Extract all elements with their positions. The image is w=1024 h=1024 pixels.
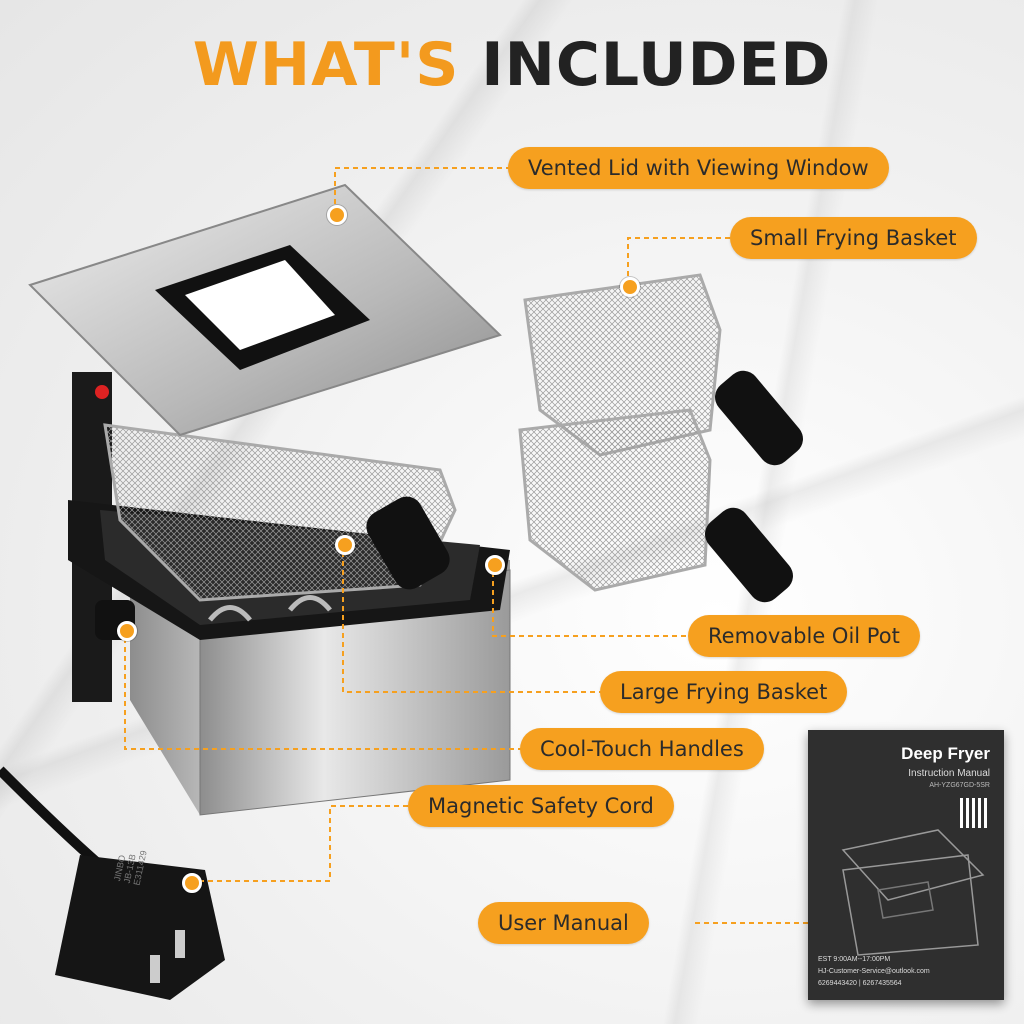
manual-email: HJ-Customer-Service@outlook.com — [818, 968, 930, 975]
label-manual: User Manual — [478, 902, 649, 944]
cord-marker — [182, 873, 202, 893]
label-large-basket: Large Frying Basket — [600, 671, 848, 713]
label-small-basket: Small Frying Basket — [730, 217, 977, 259]
small-basket-marker — [620, 277, 640, 297]
title-dark: INCLUDED — [481, 30, 832, 100]
small-baskets-illustration — [518, 273, 803, 603]
lid-marker — [327, 205, 347, 225]
lid-illustration — [28, 183, 502, 437]
large-basket-illustration — [103, 423, 457, 602]
leader-lines — [124, 167, 830, 924]
handles-marker — [117, 621, 137, 641]
label-oil-pot: Removable Oil Pot — [688, 615, 920, 657]
user-manual-booklet: Deep Fryer Instruction Manual AH-YZG67GD… — [808, 730, 1004, 1000]
cord-illustration — [0, 766, 225, 1000]
title-accent: WHAT'S — [192, 30, 460, 100]
label-vented-lid: Vented Lid with Viewing Window — [508, 147, 889, 189]
qr-code-icon — [960, 798, 990, 828]
label-handles: Cool-Touch Handles — [520, 728, 764, 770]
manual-model: AH-YZG67GD-5SR — [929, 782, 990, 789]
manual-hours: EST 9:00AM--17:00PM — [818, 956, 891, 963]
manual-title: Deep Fryer — [901, 744, 990, 763]
manual-subtitle: Instruction Manual — [908, 768, 990, 779]
manual-fryer-sketch — [841, 829, 985, 956]
large-basket-marker — [335, 535, 355, 555]
oil-pot-marker — [485, 555, 505, 575]
manual-phone: 6269443420 | 6267435564 — [818, 980, 902, 987]
label-cord: Magnetic Safety Cord — [408, 785, 674, 827]
page-title: WHAT'S INCLUDED — [0, 30, 1024, 100]
